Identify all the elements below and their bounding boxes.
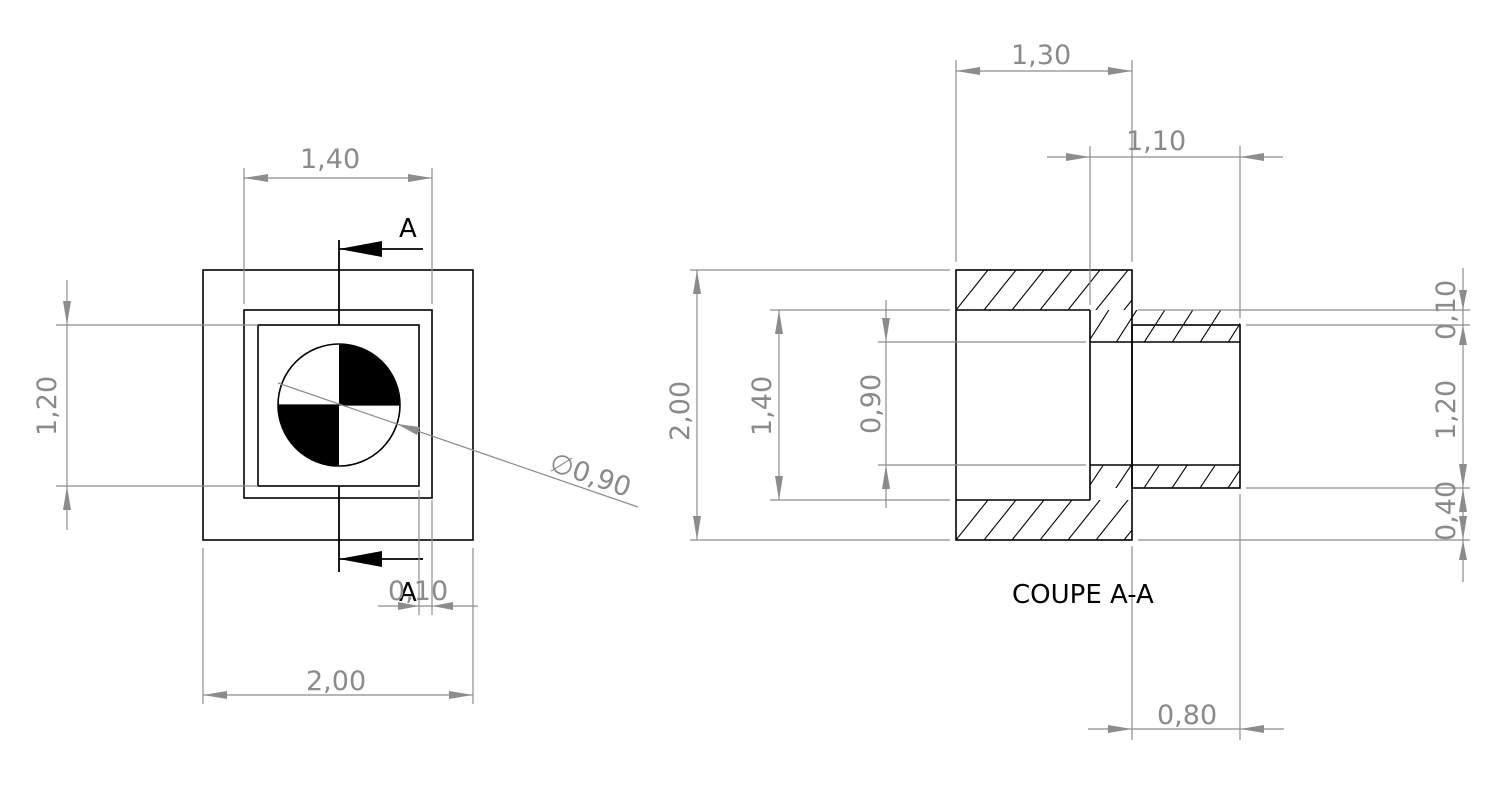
section-outline	[955, 269, 1241, 541]
section-arrow-top: A	[338, 214, 423, 325]
section-arrow-bottom: A	[338, 486, 423, 608]
center-mark-symbol	[277, 343, 401, 467]
outer-square	[202, 269, 474, 541]
hatch-flange-bottom	[956, 500, 1132, 540]
dim-bottom-label: 0,80	[1157, 700, 1217, 731]
section-view: 1,30 1,10 2,00 1,40	[665, 40, 1470, 740]
dim-top-inner: 1,10	[1047, 126, 1283, 318]
dim-left-height: 1,20	[32, 280, 258, 530]
dim-small-gap-label: 0,10	[388, 576, 448, 607]
middle-square	[243, 309, 433, 499]
dim-top-inner-label: 1,10	[1126, 126, 1186, 157]
dim-left-inner: 0,90	[856, 300, 1086, 508]
dim-left-mid: 1,40	[747, 309, 950, 501]
front-view: A A 1,40 1,20	[32, 144, 639, 704]
hatch-flange-top	[956, 270, 1132, 310]
dim-right-top-label: 0,10	[1431, 280, 1462, 340]
dim-left-outer: 2,00	[665, 269, 950, 541]
dim-small-gap: 0,10	[378, 490, 478, 615]
dim-top-outer: 1,30	[955, 40, 1133, 262]
dim-right-mid-label: 1,20	[1431, 380, 1462, 440]
hatch-boss-bottom	[1090, 465, 1240, 488]
section-label-top: A	[399, 214, 417, 244]
section-title: COUPE A-A	[1012, 580, 1154, 610]
dim-bottom-width-label: 2,00	[306, 666, 366, 697]
hatch-boss-top	[1090, 310, 1240, 342]
dim-top-width-label: 1,40	[300, 144, 360, 175]
dim-left-mid-label: 1,40	[747, 376, 778, 436]
diameter-value: 0,90	[568, 455, 635, 504]
dim-bottom-width: 2,00	[202, 548, 474, 704]
section-label-bottom: A	[399, 578, 417, 608]
dim-bottom: 0,80	[1088, 494, 1284, 740]
dim-left-outer-label: 2,00	[665, 381, 696, 441]
dim-left-inner-label: 0,90	[856, 374, 887, 434]
dim-right-bottom-label: 0,40	[1431, 481, 1462, 541]
dim-top-width: 1,40	[243, 144, 433, 304]
dim-top-outer-label: 1,30	[1011, 40, 1071, 71]
dim-left-height-label: 1,20	[32, 376, 63, 436]
dim-diameter-label: ∅0,90	[546, 447, 635, 504]
dim-right-extensions	[1138, 268, 1470, 582]
